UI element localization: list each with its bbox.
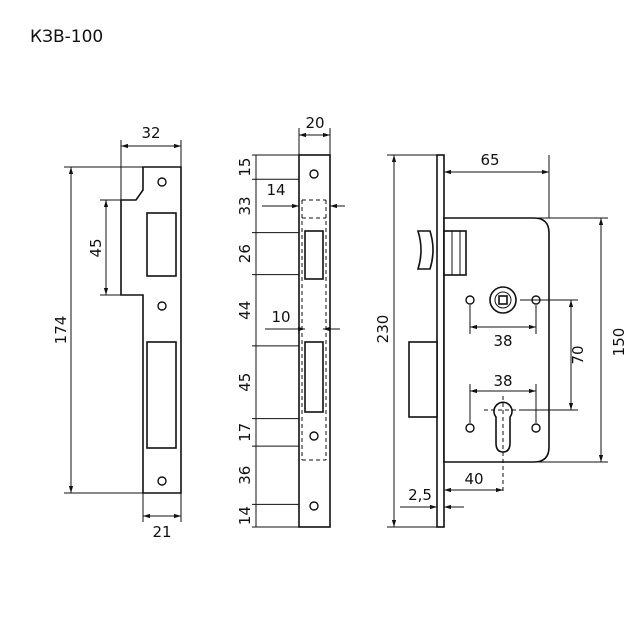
strike-width-label: 32 — [141, 124, 160, 142]
lock-front-plate — [436, 154, 445, 528]
faceplate-width-label: 20 — [305, 114, 324, 132]
faceplate-segment-label: 44 — [236, 301, 254, 320]
faceplate-segment-label: 15 — [236, 158, 254, 177]
lock-body-view: 65 230 150 70 38 38 40 2,5 — [374, 151, 628, 528]
spindle-square — [498, 295, 508, 305]
lock-body-height-label: 150 — [610, 328, 628, 357]
strike-latch-opening — [146, 212, 177, 277]
faceplate-outline — [298, 154, 331, 528]
faceplate-screw-hole-mid — [309, 431, 319, 441]
spindle-screw-hole-left — [465, 295, 475, 305]
cylinder-screw-hole-right — [531, 423, 541, 433]
faceplate-screw-hole-top — [309, 169, 319, 179]
lock-total-height-label: 230 — [374, 315, 392, 344]
faceplate-tongue-label: 14 — [266, 181, 285, 199]
faceplate-dimension-chain: 15 33 26 44 45 17 36 14 — [236, 154, 299, 528]
strike-bottom-label: 21 — [152, 523, 171, 541]
faceplate-segment-label: 17 — [236, 423, 254, 442]
drawing-title: КЗВ-100 — [30, 27, 103, 47]
latch-bolt — [416, 230, 434, 270]
faceplate-slot-label: 10 — [271, 308, 290, 326]
strike-notch-label: 45 — [87, 238, 105, 257]
faceplate-segment-label: 45 — [236, 373, 254, 392]
faceplate-segment-label: 26 — [236, 244, 254, 263]
faceplate-segment-label: 33 — [236, 196, 254, 215]
plate-thickness-label: 2,5 — [408, 486, 432, 504]
strike-plate-view: 32 45 174 21 — [52, 124, 182, 541]
strike-bolt-opening — [146, 341, 177, 449]
faceplate-segment-label: 14 — [236, 506, 254, 525]
strike-screw-hole-bottom — [157, 476, 167, 486]
dead-bolt — [408, 341, 438, 418]
faceplate-bolt-slot — [304, 341, 324, 413]
strike-height-label: 174 — [52, 316, 70, 345]
spindle-holes-label: 38 — [493, 332, 512, 350]
strike-screw-hole-mid — [157, 301, 167, 311]
cylinder-screw-hole-left — [465, 423, 475, 433]
lock-center-distance-label: 70 — [569, 345, 587, 364]
cylinder-holes-label: 38 — [493, 372, 512, 390]
faceplate-segment-label: 36 — [236, 466, 254, 485]
backset-label: 40 — [464, 470, 483, 488]
lock-depth-label: 65 — [480, 151, 499, 169]
faceplate-latch-slot — [304, 230, 324, 280]
latch-housing — [443, 230, 467, 276]
faceplate-screw-hole-bottom — [309, 501, 319, 511]
strike-screw-hole-top — [157, 177, 167, 187]
faceplate-view: 20 14 10 15 33 26 44 45 17 36 14 — [236, 114, 345, 528]
